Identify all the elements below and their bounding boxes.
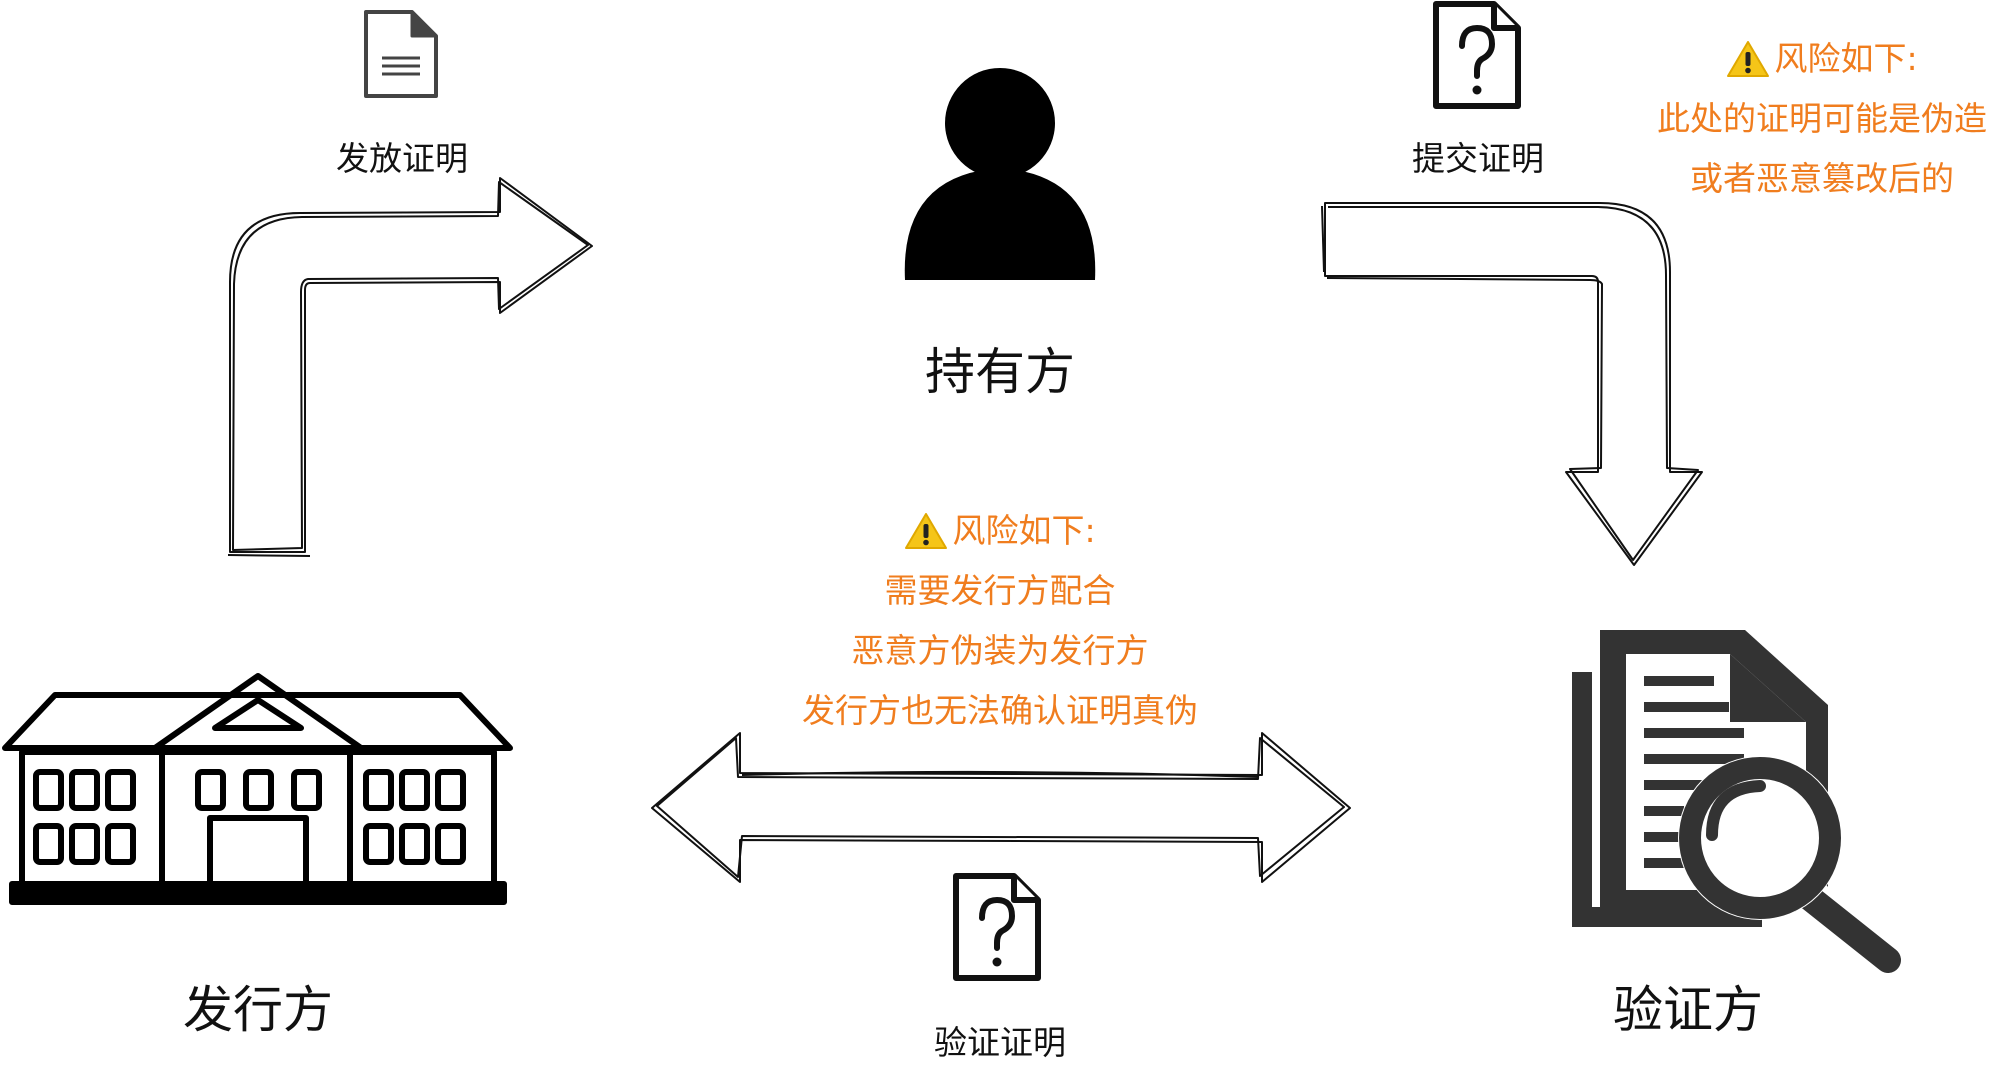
- issue-arrow: [227, 177, 593, 557]
- submit-risk-line: 或者恶意篡改后的: [1690, 159, 1954, 198]
- submit-risk-note: 风险如下: 此处的证明可能是伪造 或者恶意篡改后的: [1657, 29, 1987, 209]
- verify-risk-line: 恶意方伪装为发行方: [851, 631, 1149, 670]
- verify-risk-title: 风险如下:: [952, 511, 1096, 550]
- verify-label: 验证证明: [934, 1023, 1066, 1062]
- holder-label: 持有方: [925, 343, 1075, 401]
- document-icon: [364, 10, 438, 98]
- verify-risk-line: 需要发行方配合: [884, 571, 1116, 610]
- warning-icon: [905, 513, 948, 549]
- unknown-document-icon: [956, 876, 1038, 978]
- person-icon: [904, 68, 1096, 280]
- submit-risk-title: 风险如下:: [1774, 39, 1918, 78]
- verifier-label: 验证方: [1613, 981, 1763, 1039]
- submit-arrow: [1321, 202, 1703, 566]
- issue-label: 发放证明: [336, 139, 468, 178]
- warning-icon: [1727, 41, 1770, 77]
- submit-risk-line: 此处的证明可能是伪造: [1657, 99, 1987, 138]
- verify-risk-note: 风险如下: 需要发行方配合 恶意方伪装为发行方 发行方也无法确认证明真伪: [802, 501, 1198, 741]
- verify-arrow: [651, 732, 1351, 883]
- issuer-label: 发行方: [183, 981, 333, 1039]
- verify-risk-line: 发行方也无法确认证明真伪: [802, 691, 1198, 730]
- unknown-document-icon: [1436, 4, 1518, 106]
- submit-label: 提交证明: [1412, 139, 1544, 178]
- document-search-icon: [1572, 630, 1908, 980]
- building-icon: [2, 673, 513, 905]
